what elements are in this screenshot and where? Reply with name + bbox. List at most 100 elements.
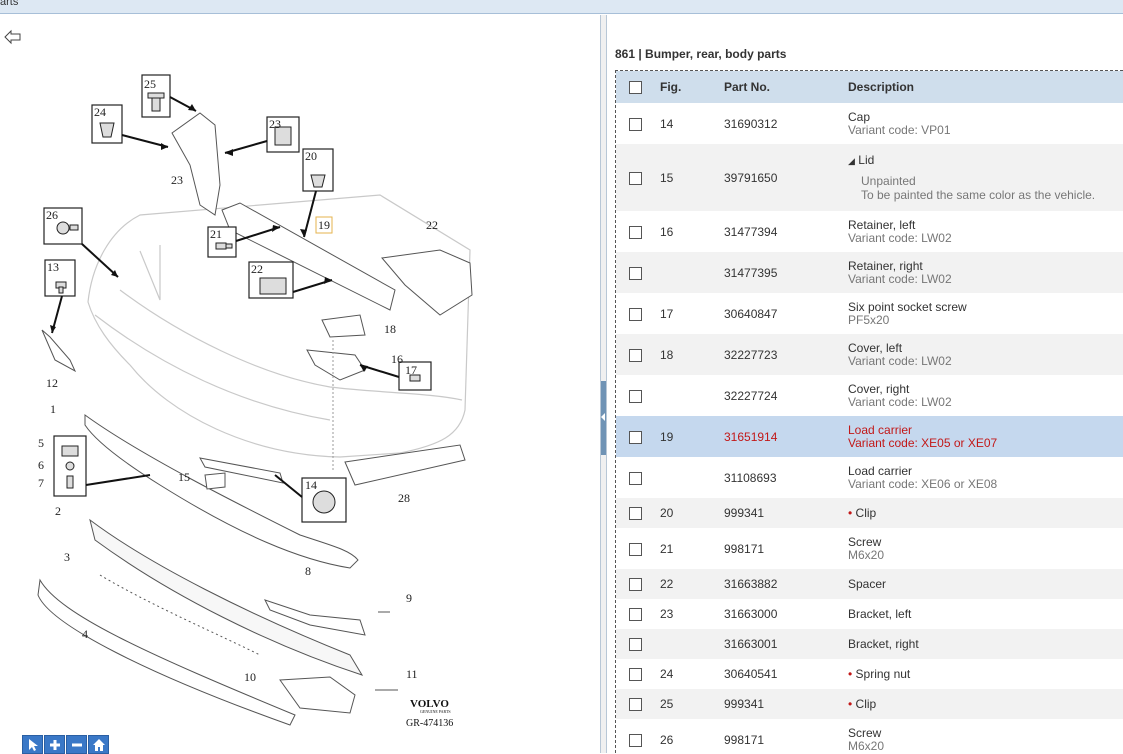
row-checkbox[interactable] (629, 578, 642, 592)
row-part-no[interactable]: 30640541 (724, 667, 778, 681)
table-row[interactable]: 24 30640541 • Spring nut (616, 659, 1123, 689)
parts-table-container[interactable]: Fig. Part No. Description 14 31690312 Ca… (615, 70, 1123, 753)
exploded-diagram[interactable]: 25 24 23 20 23 26 19 22 21 13 22 18 16 1… (0, 15, 600, 753)
row-part-no[interactable]: 31663001 (724, 637, 778, 651)
col-fig[interactable]: Fig. (660, 80, 682, 94)
row-fig: 26 (660, 732, 674, 747)
callout: 13 (47, 260, 59, 274)
row-desc: Spring nut (855, 666, 911, 681)
table-row[interactable]: 25 999341 • Clip (616, 689, 1123, 719)
table-row[interactable]: 31663001 Bracket, right (616, 629, 1123, 659)
callout: 28 (398, 491, 410, 505)
row-checkbox[interactable] (629, 608, 642, 622)
row-part-no[interactable]: 31108693 (724, 470, 777, 485)
home-icon (92, 738, 105, 751)
callout: 20 (305, 149, 317, 163)
row-part-no[interactable]: 39791650 (724, 170, 778, 185)
callout: 18 (384, 322, 396, 336)
row-checkbox[interactable] (629, 733, 642, 747)
row-fig: 20 (660, 506, 674, 520)
table-row[interactable]: 20 999341 • Clip (616, 498, 1123, 528)
row-checkbox[interactable] (629, 117, 642, 131)
table-row[interactable]: 22 31663882 Spacer (616, 569, 1123, 599)
row-checkbox[interactable] (629, 698, 642, 712)
row-part-no[interactable]: 31477395 (724, 265, 778, 280)
row-fig: 25 (660, 697, 674, 711)
row-part-no[interactable]: 31663882 (724, 577, 778, 591)
bullet-icon: • (848, 666, 853, 681)
row-desc: Bracket, left (848, 606, 912, 621)
collapse-triangle-icon[interactable]: ◢ (848, 156, 855, 166)
row-checkbox[interactable] (629, 307, 642, 321)
row-fig: 22 (660, 577, 674, 591)
callout: 16 (391, 352, 403, 366)
pane-splitter[interactable] (600, 15, 607, 753)
row-part-no[interactable]: 999341 (724, 506, 765, 520)
row-checkbox[interactable] (629, 542, 642, 556)
row-part-no[interactable]: 998171 (724, 541, 765, 556)
row-checkbox[interactable] (629, 471, 642, 485)
brand-sub: GENUINE PARTS (420, 709, 451, 714)
row-desc: Load carrier (848, 422, 913, 437)
row-part-no[interactable]: 999341 (724, 697, 765, 711)
row-part-no[interactable]: 31690312 (724, 116, 778, 131)
row-sub: Variant code: LW02 (848, 394, 952, 409)
row-checkbox[interactable] (629, 266, 642, 280)
row-checkbox[interactable] (629, 225, 642, 239)
callout: 26 (46, 208, 58, 222)
row-sub: Variant code: VP01 (848, 122, 951, 137)
zoom-in-button[interactable] (44, 735, 65, 754)
row-fig (650, 375, 716, 416)
row-part-no[interactable]: 31663000 (724, 607, 778, 621)
row-part-no[interactable]: 998171 (724, 732, 765, 747)
callout: 15 (178, 470, 190, 484)
row-checkbox[interactable] (629, 389, 642, 403)
callout: 7 (38, 476, 44, 490)
row-part-no[interactable]: 32227723 (724, 347, 778, 362)
row-part-no[interactable]: 32227724 (724, 388, 778, 403)
callout: 4 (82, 627, 88, 641)
row-checkbox[interactable] (629, 507, 642, 521)
table-row[interactable]: 23 31663000 Bracket, left (616, 599, 1123, 629)
home-button[interactable] (88, 735, 109, 754)
title-bar: arts (0, 0, 1123, 14)
callout: 6 (38, 458, 44, 472)
row-desc: Screw (848, 534, 882, 549)
callout: 23 (269, 117, 281, 131)
select-all-checkbox[interactable] (629, 81, 642, 95)
row-fig (650, 252, 716, 293)
callout: 9 (406, 591, 412, 605)
row-checkbox[interactable] (629, 348, 642, 362)
col-description[interactable]: Description (848, 79, 915, 94)
minus-icon (71, 743, 82, 746)
row-fig: 17 (660, 306, 674, 321)
row-fig: 16 (660, 224, 674, 239)
row-desc: Retainer, left (848, 217, 916, 232)
row-checkbox[interactable] (629, 638, 642, 652)
row-fig: 23 (660, 607, 674, 621)
row-checkbox[interactable] (629, 668, 642, 682)
row-part-no[interactable]: 31651914 (724, 429, 778, 444)
select-tool-button[interactable] (22, 735, 43, 754)
collapse-handle[interactable] (601, 381, 606, 455)
zoom-out-button[interactable] (66, 735, 87, 754)
row-part-no[interactable]: 31477394 (724, 224, 778, 239)
pointer-icon (28, 738, 38, 751)
row-checkbox[interactable] (629, 171, 642, 185)
back-arrow-icon[interactable] (4, 29, 22, 45)
row-fig (650, 457, 716, 498)
row-part-no[interactable]: 30640847 (724, 306, 778, 321)
row-checkbox[interactable] (629, 430, 642, 444)
col-part-no[interactable]: Part No. (724, 80, 771, 94)
